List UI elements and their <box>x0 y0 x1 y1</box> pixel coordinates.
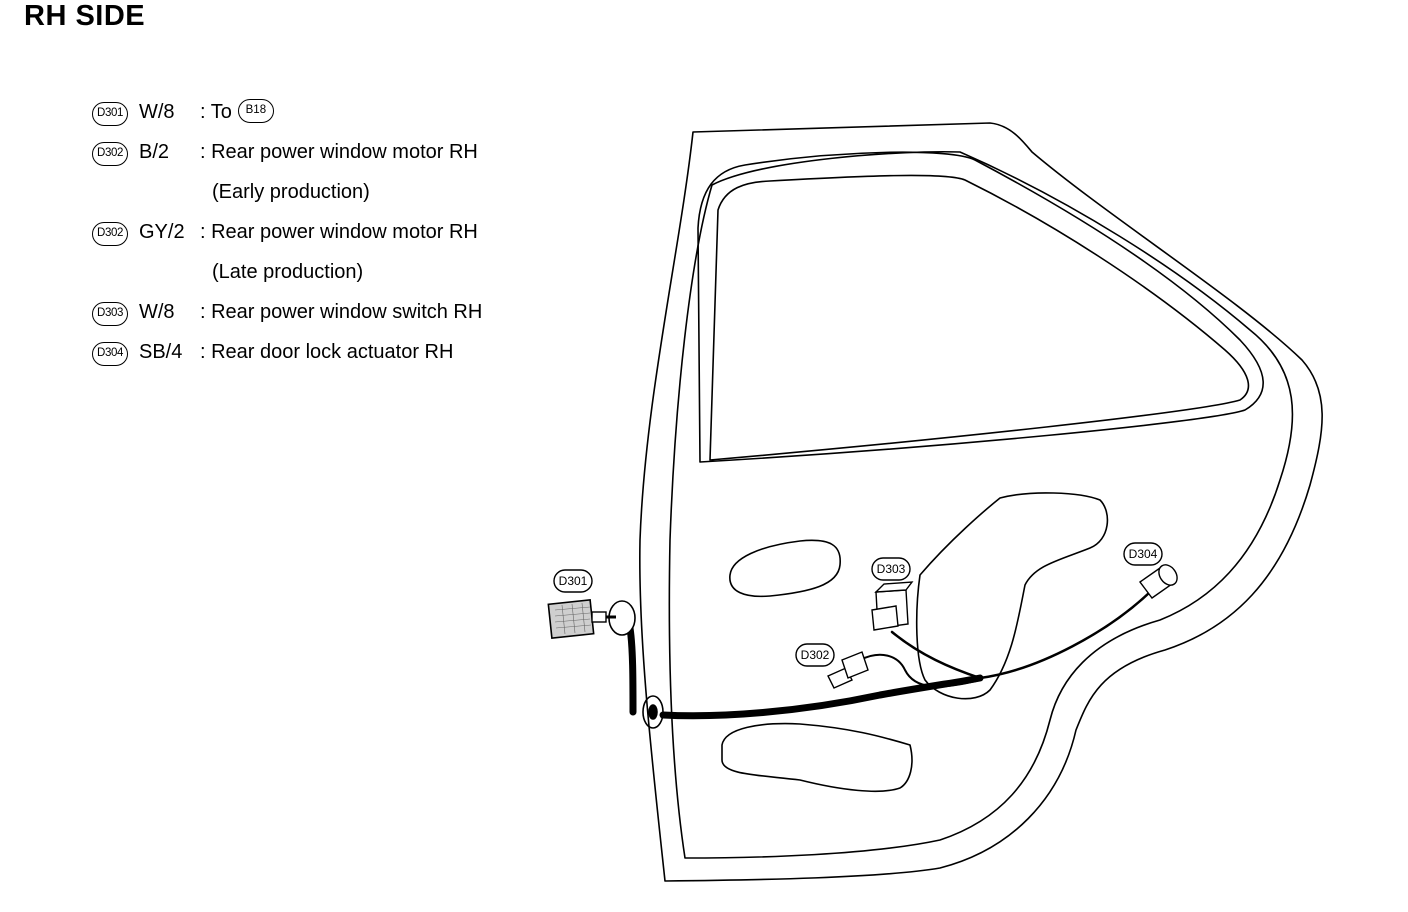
d303-label: D303 <box>871 557 911 581</box>
d303-top <box>874 581 914 593</box>
harness-to-d301 <box>626 624 637 716</box>
d303-label-text: D303 <box>877 562 906 576</box>
wire-spec: SB/4 <box>139 341 183 363</box>
connector-description: : Rear power window switch RH <box>200 301 483 323</box>
wire-spec: W/8 <box>139 301 175 323</box>
connector-badge: D303 <box>92 302 128 326</box>
harness-branch-d303 <box>890 630 982 680</box>
d304-connector <box>1139 564 1178 599</box>
right-service-hole <box>915 492 1109 700</box>
legend-row-d302-late: D302 GY/2 : Rear power window motor RH <box>90 218 570 252</box>
legend-row-d304: D304 SB/4 : Rear door lock actuator RH <box>90 338 570 372</box>
lower-service-hole <box>721 722 913 793</box>
d301-latch <box>591 611 607 623</box>
d304-cap <box>1158 564 1178 586</box>
wire-spec: W/8 <box>139 101 175 123</box>
door-outer-outline <box>639 122 1323 882</box>
wire-spec: B/2 <box>139 141 170 163</box>
target-connector-badge: B18 <box>237 98 274 123</box>
connector-badge: D302 <box>92 142 128 166</box>
d302-label: D302 <box>795 643 835 667</box>
production-note: (Early production) <box>212 181 370 203</box>
wire-spec: GY/2 <box>139 221 185 243</box>
d302-socket <box>841 651 869 679</box>
d302-label-text: D302 <box>801 648 830 662</box>
upper-left-service-hole <box>729 539 841 598</box>
d301-label: D301 <box>553 569 593 593</box>
page-title: RH SIDE <box>24 0 146 32</box>
d301-connector <box>547 599 636 639</box>
d301-label-text: D301 <box>559 574 588 588</box>
legend-note-row: (Early production) <box>90 178 570 212</box>
harness-branch-d304 <box>978 590 1152 680</box>
connector-description: : Rear power window motor RH <box>200 141 478 163</box>
connector-description: : Rear door lock actuator RH <box>200 341 454 363</box>
grommet-inner <box>648 704 658 720</box>
d303-plug <box>871 605 899 631</box>
d303-connector <box>871 581 914 631</box>
main-harness-trunk <box>659 674 984 720</box>
production-note: (Late production) <box>212 261 364 283</box>
window-frame-outer <box>697 151 1264 463</box>
harness-branch-d302 <box>859 653 981 688</box>
legend-row-d302-early: D302 B/2 : Rear power window motor RH <box>90 138 570 172</box>
window-glass <box>709 174 1250 461</box>
legend-row-d303: D303 W/8 : Rear power window switch RH <box>90 298 570 332</box>
d304-label: D304 <box>1123 542 1163 566</box>
legend-note-row: (Late production) <box>90 258 570 292</box>
description-text: : To <box>200 101 232 123</box>
d302-connector <box>827 651 869 689</box>
connector-badge: D304 <box>92 342 128 366</box>
door-inner-outline <box>668 150 1294 859</box>
connector-badge: D301 <box>92 102 128 126</box>
connector-description: : Rear power window motor RH <box>200 221 478 243</box>
connector-badge: D302 <box>92 222 128 246</box>
d304-label-text: D304 <box>1129 547 1158 561</box>
